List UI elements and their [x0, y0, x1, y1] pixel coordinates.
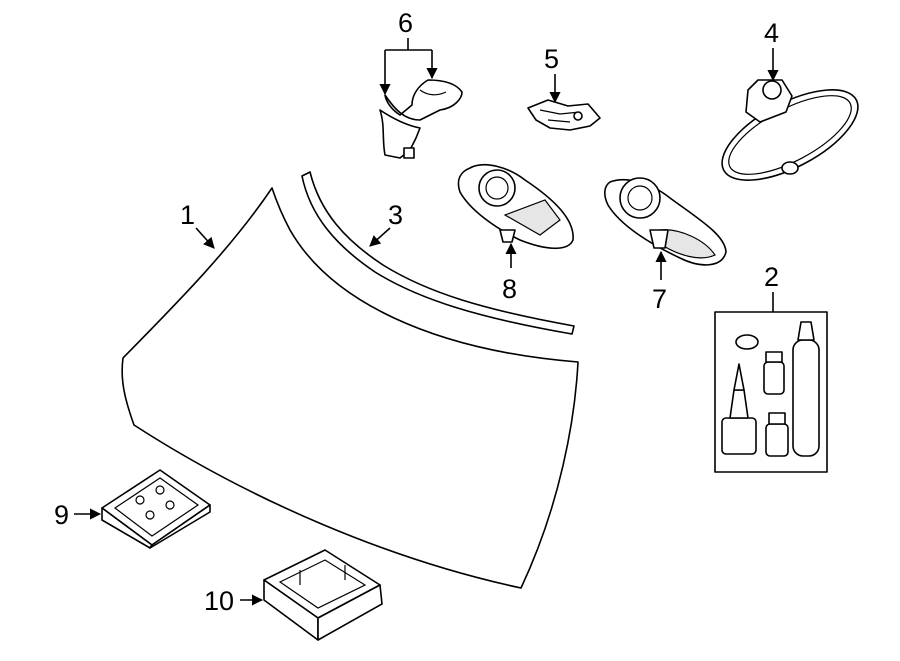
windshield-part[interactable]: [121, 187, 579, 589]
module-9-part[interactable]: [101, 469, 211, 549]
callout-1: 1: [180, 200, 195, 230]
leader-1: [195, 227, 215, 249]
rearview-mirror-part[interactable]: [709, 72, 871, 199]
callout-7: 7: [652, 284, 667, 314]
callout-4: 4: [764, 18, 779, 48]
housing-10-part[interactable]: [263, 549, 383, 641]
cover-7-part[interactable]: [604, 177, 727, 266]
callout-5: 5: [544, 44, 559, 74]
bracket-5-part[interactable]: [527, 99, 601, 131]
molding-part[interactable]: [301, 171, 575, 335]
adhesive-kit-part[interactable]: [714, 311, 828, 473]
bracket-6-part[interactable]: [379, 79, 463, 159]
callout-8: 8: [502, 274, 517, 304]
leader-3: [369, 227, 391, 247]
callout-10: 10: [204, 586, 234, 616]
callout-2: 2: [764, 262, 779, 292]
cover-8-part[interactable]: [457, 164, 574, 250]
callout-6: 6: [398, 8, 413, 38]
callout-3: 3: [388, 200, 403, 230]
callout-9: 9: [54, 500, 69, 530]
